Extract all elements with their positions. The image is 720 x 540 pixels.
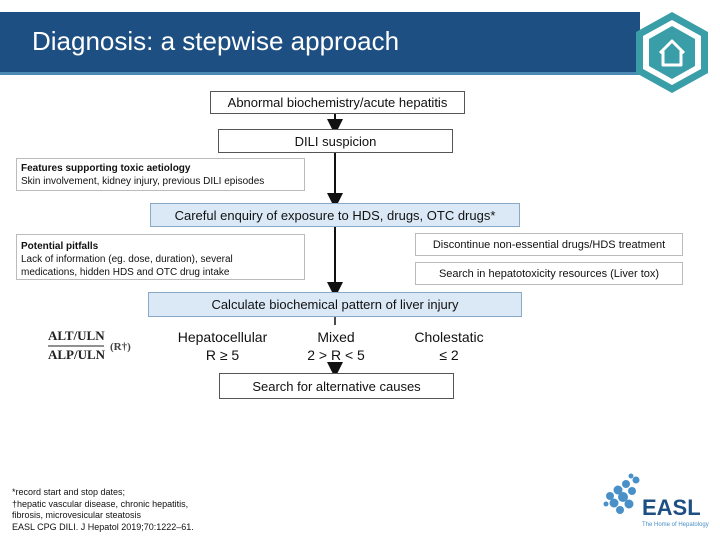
discontinue-box: Discontinue non-essential drugs/HDS trea… (415, 233, 683, 256)
pattern-mixed: Mixed 2 > R < 5 (300, 328, 372, 364)
step-abnormal-biochemistry: Abnormal biochemistry/acute hepatitis (210, 91, 465, 114)
page-title: Diagnosis: a stepwise approach (32, 26, 400, 56)
pitfalls-box: Potential pitfalls Lack of information (… (16, 234, 305, 280)
footnote-line2: †hepatic vascular disease, chronic hepat… (12, 498, 189, 509)
search-resources-box: Search in hepatotoxicity resources (Live… (415, 262, 683, 285)
easl-tagline: The Home of Hepatology (642, 522, 709, 528)
header-bar (0, 12, 640, 75)
footnote: *record start and stop dates; †hepatic v… (12, 487, 194, 533)
home-icon[interactable] (633, 10, 711, 95)
step2-label: DILI suspicion (294, 133, 377, 149)
search-resources-label: Search in hepatotoxicity resources (Live… (438, 267, 660, 280)
pattern-rule: R ≥ 5 (205, 347, 240, 363)
pattern-rule: 2 > R < 5 (307, 347, 365, 363)
pitfalls-line1: Lack of information (eg. dose, duration)… (21, 254, 233, 265)
footnote-line3: fibrosis, microvesicular steatosis (12, 510, 142, 520)
formula-numerator: ALT/ULN (48, 328, 105, 343)
step1-label: Abnormal biochemistry/acute hepatitis (227, 95, 448, 110)
pitfalls-line2: medications, hidden HDS and OTC drug int… (21, 267, 230, 278)
header: Diagnosis: a stepwise approach (0, 0, 720, 75)
features-title: Features supporting toxic aetiology (21, 163, 191, 174)
step-careful-enquiry: Careful enquiry of exposure to HDS, drug… (150, 203, 520, 227)
step3-label: Careful enquiry of exposure to HDS, drug… (174, 207, 496, 223)
discontinue-label: Discontinue non-essential drugs/HDS trea… (432, 238, 666, 251)
step5-label: Search for alternative causes (252, 378, 421, 394)
easl-logo: EASL The Home of Hepatology (603, 473, 709, 528)
step-dili-suspicion: DILI suspicion (218, 129, 453, 153)
r-ratio-formula: ALT/ULN ALP/ULN (R†) (48, 328, 131, 362)
footnote-line1: *record start and stop dates; (12, 487, 126, 497)
formula-r: (R†) (110, 341, 131, 353)
pattern-name: Cholestatic (414, 329, 484, 345)
features-text: Skin involvement, kidney injury, previou… (21, 176, 265, 187)
step-biochemical-pattern: Calculate biochemical pattern of liver i… (148, 292, 522, 317)
pitfalls-title: Potential pitfalls (21, 241, 99, 252)
pattern-rule: ≤ 2 (439, 347, 459, 363)
footnote-line4: EASL CPG DILI. J Hepatol 2019;70:1222–61… (12, 521, 194, 532)
pattern-cholestatic: Cholestatic ≤ 2 (405, 328, 493, 364)
easl-wordmark: EASL (642, 495, 701, 520)
features-box: Features supporting toxic aetiology Skin… (16, 158, 305, 191)
pattern-name: Hepatocellular (177, 329, 268, 345)
pattern-name: Mixed (317, 329, 355, 345)
step4-label: Calculate biochemical pattern of liver i… (211, 297, 459, 312)
formula-denominator: ALP/ULN (48, 347, 106, 362)
step-alternative-causes: Search for alternative causes (219, 373, 454, 399)
pattern-hepatocellular: Hepatocellular R ≥ 5 (170, 328, 275, 364)
